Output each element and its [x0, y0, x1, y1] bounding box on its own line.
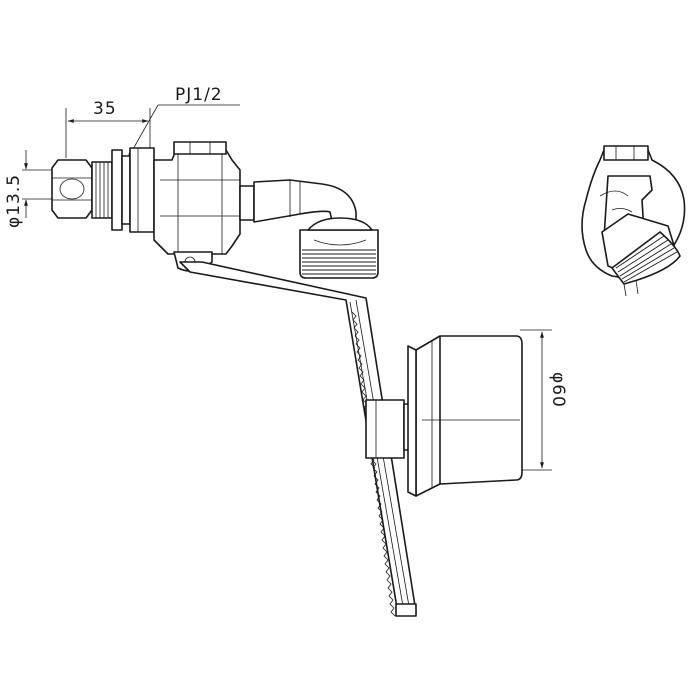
valve-inlet-nut — [51, 159, 93, 219]
outlet-cap — [299, 217, 379, 279]
length-label: 35 — [93, 99, 117, 119]
valve-threaded-shank — [91, 147, 155, 233]
thread-label: PJ1/2 — [175, 85, 223, 105]
end-view-knurling — [615, 235, 678, 283]
float-diameter-label: φ60 — [548, 372, 568, 408]
dimension-35: 35 — [65, 99, 151, 158]
valve-end-view — [581, 145, 686, 297]
float-cylinder — [407, 335, 523, 497]
cap-knurling — [302, 249, 376, 275]
valve-body — [153, 141, 241, 255]
dimension-float-diameter: φ60 — [520, 329, 568, 471]
pipe-diameter-label: φ13.5 — [4, 174, 24, 228]
valve-outlet-elbow — [239, 179, 357, 231]
